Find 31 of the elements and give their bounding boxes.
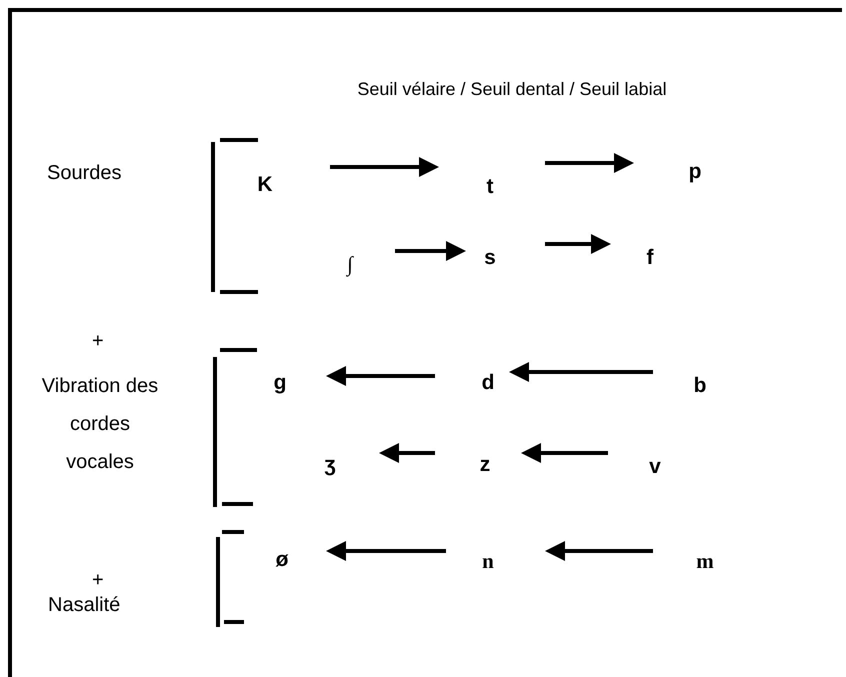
arrow: [395, 241, 466, 261]
phoneme: ∫: [338, 251, 362, 279]
phoneme: n: [476, 548, 500, 576]
arrow: [545, 541, 653, 561]
phoneme: ø: [270, 546, 294, 574]
arrow: [521, 443, 608, 463]
phoneme: g: [268, 369, 292, 397]
phoneme: m: [693, 548, 717, 576]
label: Sourdes: [47, 161, 122, 186]
phoneme: t: [478, 173, 502, 201]
label: +: [92, 568, 104, 593]
phoneme: b: [688, 372, 712, 400]
phoneme: s: [478, 244, 502, 272]
arrow: [545, 234, 611, 254]
phoneme: f: [638, 244, 662, 272]
arrow: [379, 443, 435, 463]
label: Vibration des cordes vocales: [40, 374, 160, 475]
arrow: [326, 541, 446, 561]
label: Nasalité: [48, 593, 120, 618]
phoneme: K: [253, 171, 277, 199]
label: Seuil vélaire / Seuil dental / Seuil labial: [356, 78, 668, 101]
arrow: [545, 153, 634, 173]
phoneme: v: [643, 453, 667, 481]
phoneme: d: [476, 369, 500, 397]
arrow: [330, 157, 439, 177]
arrow: [326, 366, 435, 386]
arrow: [509, 362, 653, 382]
phoneme: z: [473, 451, 497, 479]
phoneme: ʒ: [318, 451, 342, 479]
phoneme: p: [683, 158, 707, 186]
label: +: [92, 329, 104, 354]
